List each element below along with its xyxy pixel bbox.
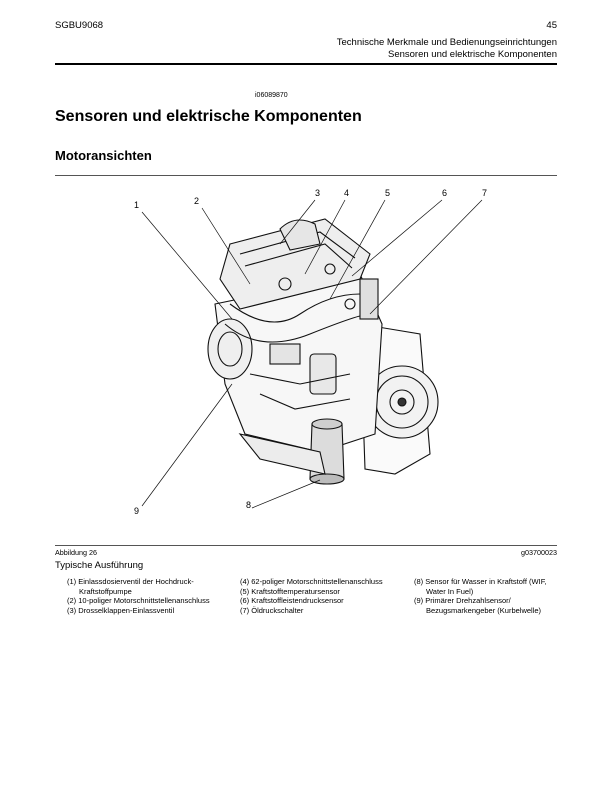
running-header-section: Technische Merkmale und Bedienungseinric… bbox=[336, 37, 557, 48]
callout-7: 7 bbox=[482, 188, 488, 198]
legend-item-3: (3) Drosselklappen-Einlassventil bbox=[67, 605, 175, 615]
callout-6: 6 bbox=[442, 188, 448, 198]
legend-column-1: (1) Einlassdosierventil der Hochdruck-Kr… bbox=[67, 577, 227, 615]
page-title: Sensoren und elektrische Komponenten bbox=[55, 108, 362, 125]
callout-3: 3 bbox=[315, 188, 321, 198]
legend-item-5: (5) Kraftstofftemperatursensor bbox=[240, 586, 340, 596]
callout-8: 8 bbox=[246, 500, 252, 510]
running-header-subsection: Sensoren und elektrische Komponenten bbox=[387, 49, 557, 60]
section-heading: Motoransichten bbox=[55, 148, 152, 163]
figure-caption: Typische Ausführung bbox=[55, 560, 144, 571]
caption-rule bbox=[55, 545, 557, 546]
header-rule bbox=[55, 63, 557, 65]
callout-2: 2 bbox=[194, 196, 200, 206]
front-pulley bbox=[207, 318, 253, 380]
page-number: 45 bbox=[546, 20, 557, 31]
callout-4: 4 bbox=[344, 188, 350, 198]
legend-item-7: (7) Öldruckschalter bbox=[240, 605, 304, 615]
engine-illustration: 1 2 3 4 5 6 7 8 9 bbox=[120, 184, 500, 520]
legend-item-8: (8) Sensor für Wasser in Kraftstoff (WIF… bbox=[414, 577, 547, 596]
document-code: SGBU9068 bbox=[55, 20, 104, 31]
engine-drawing bbox=[141, 199, 483, 509]
legend-item-2: (2) 10-poliger Motorschnittstellenanschl… bbox=[67, 596, 210, 606]
callout-1: 1 bbox=[134, 200, 140, 210]
oil-filter bbox=[309, 353, 337, 395]
legend-column-3: (8) Sensor für Wasser in Kraftstoff (WIF… bbox=[414, 577, 559, 615]
legend-column-2: (4) 62-poliger Motorschnittstellenanschl… bbox=[240, 577, 405, 615]
intake-pipe bbox=[279, 219, 321, 251]
section-rule bbox=[55, 175, 557, 176]
callout-5: 5 bbox=[385, 188, 391, 198]
legend-item-9: (9) Primärer Drehzahlsensor/ Bezugsmarke… bbox=[414, 596, 542, 615]
legend-item-6: (6) Kraftstoffleistendrucksensor bbox=[240, 596, 344, 606]
legend-item-4: (4) 62-poliger Motorschnittstellenanschl… bbox=[240, 577, 383, 586]
graphic-id: g03700023 bbox=[521, 548, 557, 557]
legend-item-1: (1) Einlassdosierventil der Hochdruck-Kr… bbox=[67, 577, 194, 596]
image-id: i06089870 bbox=[255, 92, 288, 99]
running-header: Technische Merkmale und Bedienungseinric… bbox=[337, 37, 557, 61]
oil-pan bbox=[238, 433, 326, 475]
callout-9: 9 bbox=[134, 506, 140, 516]
figure-number: Abbildung 26 bbox=[55, 548, 97, 557]
